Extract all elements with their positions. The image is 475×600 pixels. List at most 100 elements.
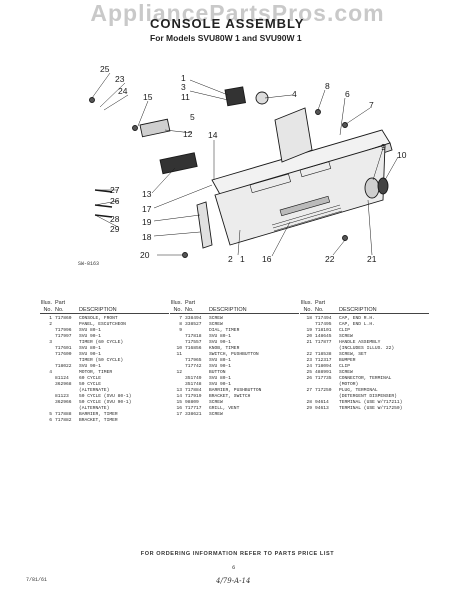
leader-lines: [91, 72, 399, 257]
part-description: SCREW: [209, 316, 223, 321]
part-number: 718101: [315, 328, 332, 333]
part-description: DIAL, TIMER: [209, 328, 240, 333]
illus-number: 28: [306, 400, 312, 405]
part-description: SCREW: [209, 322, 223, 327]
table-row: 717495 CAP, END L.H.: [300, 322, 429, 328]
timer-motor: [255, 91, 269, 105]
part-number: 362968: [55, 382, 72, 387]
callout-1b: 1: [240, 254, 245, 264]
part-description: TERMINAL (USE W/717250): [339, 406, 403, 411]
part-description: CONSOLE, FRONT: [79, 316, 118, 321]
part-description: BRACKET, TIMER: [79, 418, 118, 423]
part-number: 717494: [315, 316, 332, 321]
callout-12: 12: [183, 129, 193, 139]
terminal-29: [94, 214, 113, 218]
page-title: CONSOLE ASSEMBLY: [150, 16, 305, 31]
page-number: 6: [232, 564, 236, 571]
illus-number: 13: [176, 388, 182, 393]
part-description: 50 CYCLE (SVU 90-1): [79, 400, 132, 405]
timer-unit: [224, 86, 247, 107]
part-description: SCREW: [339, 370, 353, 375]
callout-9: 9: [381, 142, 386, 152]
callout-22: 22: [325, 254, 335, 264]
callout-16: 16: [262, 254, 272, 264]
panel-openings: [249, 161, 332, 217]
part-description: (MOTOR): [339, 382, 359, 387]
part-number: 98809: [185, 400, 199, 405]
part-number: 488991: [315, 370, 332, 375]
part-description: CONNECTOR, TERMINAL: [339, 376, 392, 381]
illus-number: 14: [176, 394, 182, 399]
callout-21: 21: [367, 254, 377, 264]
callout-7: 7: [369, 100, 374, 110]
screw-25: [89, 97, 95, 103]
table-row: TIMER (50 CYCLE): [40, 358, 169, 364]
part-number: 362966: [55, 400, 72, 405]
part-number: 718094: [315, 364, 332, 369]
illus-number: 4: [49, 370, 52, 375]
part-description: SCREW, SET: [339, 352, 367, 357]
illus-number: 19: [306, 328, 312, 333]
part-description: SVU 90-1: [79, 364, 102, 369]
timer-knob: [377, 177, 389, 195]
part-description: SVU 80-1: [209, 376, 232, 381]
callout-18: 18: [142, 232, 152, 242]
callout-3: 3: [181, 82, 186, 92]
illus-number: 16: [176, 406, 182, 411]
callout-19: 19: [142, 217, 152, 227]
illus-number: 15: [176, 400, 182, 405]
illus-number: 5: [49, 412, 52, 417]
part-number: 338621: [185, 412, 202, 417]
illus-number: 9: [179, 328, 182, 333]
part-number: 81124: [55, 376, 69, 381]
table-row: (INCLUDES ILLUS. 22): [300, 346, 429, 352]
part-number: 717601: [55, 346, 72, 351]
part-number: 148645: [315, 334, 332, 339]
part-description: SCREW: [209, 400, 223, 405]
part-number: 717557: [185, 340, 202, 345]
callout-15: 15: [143, 92, 153, 102]
part-number: 351749: [185, 376, 202, 381]
illus-number: 2: [49, 322, 52, 327]
callout-29: 29: [110, 224, 120, 234]
pushbutton-barrier: [159, 152, 198, 175]
illus-number: 27: [306, 388, 312, 393]
illus-number: 18: [306, 316, 312, 321]
part-description: KNOB, TIMER: [209, 346, 240, 351]
table-header: Illus. Part No. No. DESCRIPTION: [300, 300, 429, 314]
screw-8: [315, 109, 321, 115]
table-row: (DETERGENT DISPENSER): [300, 394, 429, 400]
part-number: 717495: [315, 322, 332, 327]
part-description: TERMINAL (USE W/717211): [339, 400, 403, 405]
part-description: SVU 90-1: [209, 382, 232, 387]
part-description: CAP, END L.H.: [339, 322, 375, 327]
drawing-number: SW-8163: [78, 261, 100, 267]
part-description: BUTTON: [209, 370, 226, 375]
callout-28: 28: [110, 214, 120, 224]
part-description: 50 CYCLE (SVU 80-1): [79, 394, 132, 399]
part-description: SCREW: [209, 412, 223, 417]
part-number: 717877: [315, 340, 332, 345]
part-number: 94614: [315, 400, 329, 405]
illus-number: 22: [306, 352, 312, 357]
part-description: CAP, END R.H.: [339, 316, 375, 321]
part-description: SVU 80-1: [79, 328, 102, 333]
exploded-parts-diagram: 25 23 24 15 1 3 11 4 8 6 7 5 12 14 9 10 …: [89, 64, 407, 264]
screw-15: [132, 125, 138, 131]
